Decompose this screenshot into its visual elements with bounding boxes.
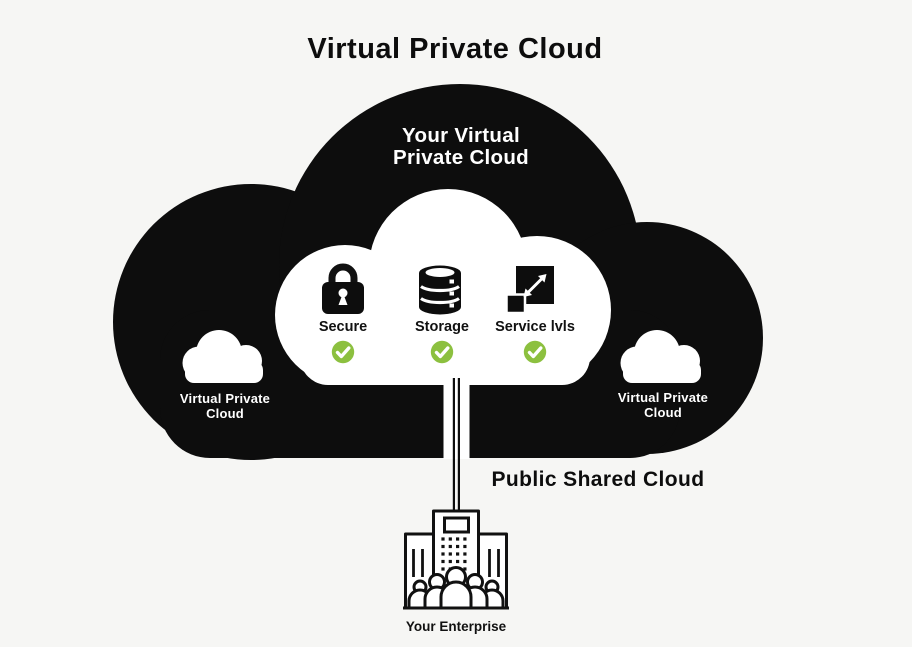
check-icon (523, 340, 547, 364)
lock-icon (322, 263, 364, 314)
check-icon (430, 340, 454, 364)
side-cloud-label-line1: Virtual Private (618, 390, 708, 405)
public-shared-cloud-label: Public Shared Cloud (492, 468, 705, 491)
side-cloud-label-line1: Virtual Private (180, 391, 270, 406)
center-cloud-label-line1: Your Virtual (402, 124, 520, 147)
check-icon (331, 340, 355, 364)
side-cloud-label-line2: Cloud (206, 406, 244, 421)
feature-label: Service lvls (495, 319, 575, 335)
database-icon (419, 265, 461, 315)
enterprise-building-icon (403, 509, 509, 610)
feature-service-levels: Service lvls (495, 266, 575, 364)
scale-icon (505, 266, 554, 315)
enterprise-label: Your Enterprise (406, 619, 507, 634)
page-title: Virtual Private Cloud (307, 33, 602, 65)
cloud-icon (182, 330, 263, 383)
connection-lines (452, 378, 460, 510)
feature-label: Secure (319, 319, 367, 335)
feature-secure: Secure (319, 263, 367, 364)
side-cloud-label-line2: Cloud (644, 405, 682, 420)
feature-label: Storage (415, 319, 469, 335)
feature-storage: Storage (415, 265, 469, 364)
people-icon (407, 566, 505, 610)
side-cloud-right: Virtual Private Cloud (618, 330, 708, 420)
wing-windows (412, 549, 500, 577)
side-cloud-left: Virtual Private Cloud (180, 330, 270, 421)
connection-channel (443, 372, 470, 459)
cloud-icon (620, 330, 701, 383)
center-cloud-label-line2: Private Cloud (393, 146, 529, 169)
